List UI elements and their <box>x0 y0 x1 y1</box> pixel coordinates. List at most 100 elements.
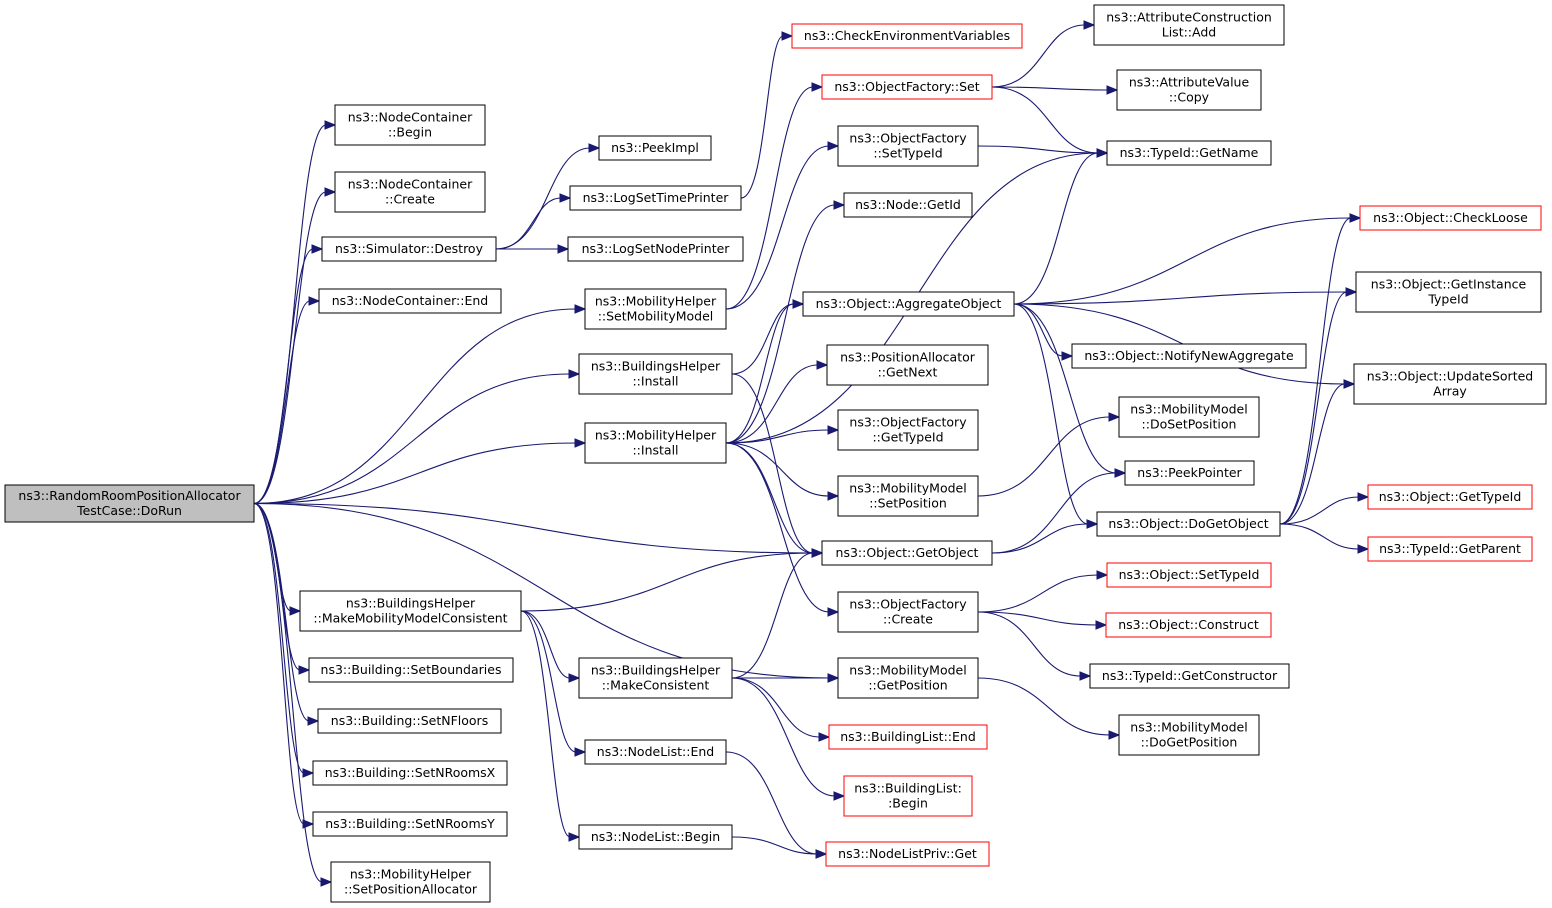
arrowhead <box>792 299 805 309</box>
node-b_setnroomsy[interactable]: ns3::Building::SetNRoomsY <box>312 811 508 837</box>
node-nlp_get[interactable]: ns3::NodeListPriv::Get <box>825 841 990 867</box>
edge-mh_install-to-mm_setpos <box>725 442 840 501</box>
node-of_set[interactable]: ns3::ObjectFactory::Set <box>821 74 993 100</box>
node-bh_makecons[interactable]: ns3::BuildingsHelper::MakeConsistent <box>578 657 733 699</box>
node-bl_end[interactable]: ns3::BuildingList::End <box>828 724 988 750</box>
node-label: TypeId <box>1427 292 1468 307</box>
edge-root-to-b_setnfloors <box>253 502 320 726</box>
node-node_getid[interactable]: ns3::Node::GetId <box>843 192 973 218</box>
arrowhead <box>1096 570 1109 580</box>
edge-line <box>1013 217 1352 305</box>
arrowhead <box>574 304 587 314</box>
node-b_setbound[interactable]: ns3::Building::SetBoundaries <box>308 657 514 683</box>
node-of_settypeid[interactable]: ns3::ObjectFactory::SetTypeId <box>837 125 979 167</box>
node-logsetnode[interactable]: ns3::LogSetNodePrinter <box>567 236 744 262</box>
node-box <box>584 739 727 765</box>
node-obj_aggregate[interactable]: ns3::Object::AggregateObject <box>802 291 1015 317</box>
edge-line <box>253 442 577 505</box>
node-label: List::Add <box>1162 25 1216 40</box>
node-mh_setposalloc[interactable]: ns3::MobilityHelper::SetPositionAllocato… <box>330 861 491 903</box>
node-label: ns3::Simulator::Destroy <box>335 241 484 256</box>
node-nc_create[interactable]: ns3::NodeContainer::Create <box>334 171 486 213</box>
arrowhead <box>827 425 840 435</box>
arrowhead <box>1108 730 1121 740</box>
node-peekpointer[interactable]: ns3::PeekPointer <box>1124 460 1255 486</box>
node-typeid_getctor[interactable]: ns3::TypeId::GetConstructor <box>1089 663 1290 689</box>
node-of_create[interactable]: ns3::ObjectFactory::Create <box>837 591 979 633</box>
node-label: ns3::MobilityHelper <box>595 294 717 309</box>
arrowhead <box>307 716 320 726</box>
node-obj_getobject[interactable]: ns3::Object::GetObject <box>821 540 993 566</box>
node-box <box>312 760 508 786</box>
arrowhead <box>1345 287 1358 297</box>
node-label: ns3::Object::DoGetObject <box>1108 516 1268 531</box>
edge-line <box>253 502 292 612</box>
node-b_setnroomsx[interactable]: ns3::Building::SetNRoomsX <box>312 760 508 786</box>
node-sim_destroy[interactable]: ns3::Simulator::Destroy <box>321 236 497 262</box>
edge-bh_makecons-to-bl_begin <box>731 677 846 801</box>
node-pa_getnext[interactable]: ns3::PositionAllocator::GetNext <box>826 344 989 386</box>
node-root[interactable]: ns3::RandomRoomPositionAllocatorTestCase… <box>4 484 255 523</box>
node-typeid_getparent[interactable]: ns3::TypeId::GetParent <box>1367 536 1533 562</box>
node-nc_begin[interactable]: ns3::NodeContainer::Begin <box>334 104 486 146</box>
edge-line <box>1013 152 1099 305</box>
node-checkenv[interactable]: ns3::CheckEnvironmentVariables <box>791 23 1023 49</box>
edge-line <box>977 416 1111 497</box>
node-obj_settypeid[interactable]: ns3::Object::SetTypeId <box>1106 562 1272 588</box>
node-obj_checkloose[interactable]: ns3::Object::CheckLoose <box>1359 205 1542 231</box>
node-label: ns3::Node::GetId <box>855 197 961 212</box>
node-box <box>843 775 973 817</box>
node-typeid_getname[interactable]: ns3::TypeId::GetName <box>1106 140 1272 166</box>
node-of_gettypeid[interactable]: ns3::ObjectFactory::GetTypeId <box>837 409 979 451</box>
node-label: ns3::BuildingsHelper <box>591 359 721 374</box>
node-peekimpl[interactable]: ns3::PeekImpl <box>598 135 712 161</box>
node-label: ns3::Object::CheckLoose <box>1373 210 1528 225</box>
node-obj_construct[interactable]: ns3::Object::Construct <box>1105 612 1272 638</box>
node-bh_install[interactable]: ns3::BuildingsHelper::Install <box>578 353 733 395</box>
node-label: ns3::AttributeConstruction <box>1106 10 1272 25</box>
node-label: :Begin <box>888 796 928 811</box>
arrowhead <box>815 849 828 859</box>
node-label: ns3::RandomRoomPositionAllocator <box>18 488 241 503</box>
edge-line <box>253 248 314 505</box>
edge-mh_install-to-obj_aggregate <box>725 299 805 444</box>
node-label: ns3::Building::SetNRoomsY <box>325 816 495 831</box>
node-mm_dosetpos[interactable]: ns3::MobilityModel::DoSetPosition <box>1118 396 1260 438</box>
node-label: ns3::Building::SetNFloors <box>331 713 488 728</box>
edge-line <box>977 611 1098 626</box>
node-mm_getpos[interactable]: ns3::MobilityModel::GetPosition <box>837 657 979 699</box>
node-av_copy[interactable]: ns3::AttributeValue::Copy <box>1116 69 1262 111</box>
node-bl_begin[interactable]: ns3::BuildingList::Begin <box>843 775 973 817</box>
node-box <box>299 590 522 632</box>
node-mm_setpos[interactable]: ns3::MobilityModel::SetPosition <box>837 475 979 517</box>
node-bh_mmmc[interactable]: ns3::BuildingsHelper::MakeMobilityModelC… <box>299 590 522 632</box>
edge-root-to-nc_end <box>253 296 321 505</box>
node-b_setnfloors[interactable]: ns3::Building::SetNFloors <box>317 708 502 734</box>
node-mh_setmm[interactable]: ns3::MobilityHelper::SetMobilityModel <box>584 288 727 330</box>
arrowhead <box>302 819 315 829</box>
node-nl_begin[interactable]: ns3::NodeList::Begin <box>578 824 733 850</box>
node-label: ns3::BuildingList::End <box>840 729 976 744</box>
arrowhead <box>1343 379 1356 389</box>
edge-line <box>725 442 830 497</box>
node-obj_dogetobject[interactable]: ns3::Object::DoGetObject <box>1096 511 1281 537</box>
node-label: ns3::LogSetNodePrinter <box>582 241 731 256</box>
node-nl_end[interactable]: ns3::NodeList::End <box>584 739 727 765</box>
node-nc_end[interactable]: ns3::NodeContainer::End <box>318 288 502 314</box>
node-mh_install[interactable]: ns3::MobilityHelper::Install <box>584 422 727 464</box>
node-obj_gettypeid[interactable]: ns3::Object::GetTypeId <box>1367 484 1533 510</box>
edge-bh_makecons-to-obj_getobject <box>731 548 824 679</box>
node-label: ns3::PositionAllocator <box>840 350 976 365</box>
edge-obj_getobject-to-obj_dogetobject <box>991 519 1099 554</box>
node-obj_notify[interactable]: ns3::Object::NotifyNewAggregate <box>1071 343 1307 369</box>
edge-line <box>253 308 577 505</box>
node-logsettime[interactable]: ns3::LogSetTimePrinter <box>569 185 742 211</box>
node-label: ns3::NodeList::End <box>597 744 714 759</box>
node-box <box>569 185 742 211</box>
edge-bh_mmmc-to-nl_begin <box>520 610 581 842</box>
node-mm_dogetpos[interactable]: ns3::MobilityModel::DoGetPosition <box>1118 714 1260 756</box>
